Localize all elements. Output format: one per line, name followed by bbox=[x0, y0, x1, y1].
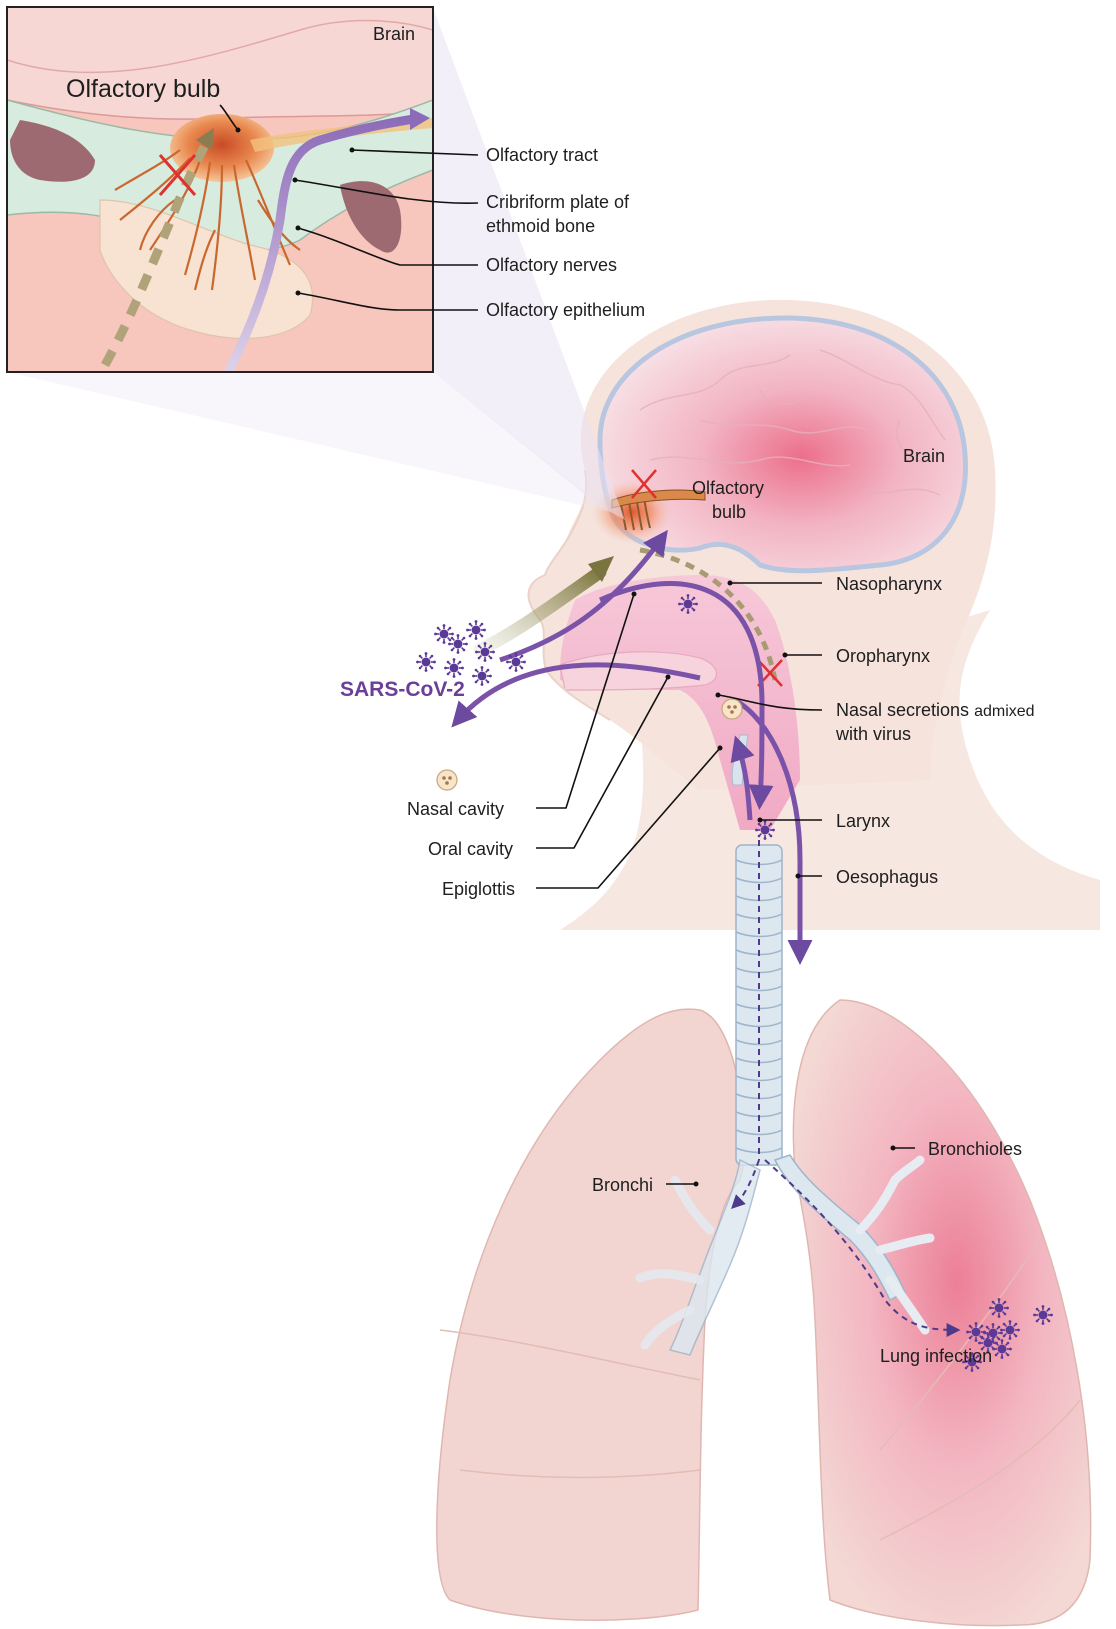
inset-panel bbox=[7, 7, 433, 372]
nasopharynx-label: Nasopharynx bbox=[836, 574, 942, 594]
main-olfactory-bulb-label-line1: Olfactory bbox=[692, 478, 764, 498]
inset-olfactory-bulb-label: Olfactory bulb bbox=[66, 75, 220, 103]
oral-cavity-label: Oral cavity bbox=[428, 839, 513, 859]
epiglottis-label: Epiglottis bbox=[442, 879, 515, 899]
olfactory-epithelium-label: Olfactory epithelium bbox=[486, 300, 645, 320]
larynx-label: Larynx bbox=[836, 811, 890, 831]
cribriform-plate-label-line1: Cribriform plate of bbox=[486, 192, 630, 212]
secretion-droplet-icon bbox=[722, 699, 742, 719]
nasal-cavity-label: Nasal cavity bbox=[407, 799, 504, 819]
bronchi-label: Bronchi bbox=[592, 1175, 653, 1195]
oesophagus-label: Oesophagus bbox=[836, 867, 938, 887]
head-and-neck bbox=[528, 300, 1101, 930]
main-olfactory-bulb-label-line2: bulb bbox=[712, 502, 746, 522]
bronchioles-label: Bronchioles bbox=[928, 1139, 1022, 1159]
inset-brain-label: Brain bbox=[373, 24, 415, 44]
cribriform-plate-label-line2: ethmoid bone bbox=[486, 216, 595, 236]
olfactory-tract-label: Olfactory tract bbox=[486, 145, 598, 165]
lung-infection-label: Lung infection bbox=[880, 1346, 992, 1366]
sars-cov-2-label: SARS-CoV-2 bbox=[340, 678, 465, 701]
oropharynx-label: Oropharynx bbox=[836, 646, 930, 666]
nasal-secretions-label-line2: with virus bbox=[835, 724, 911, 744]
secretion-droplet-icon bbox=[437, 770, 457, 790]
palate bbox=[560, 652, 716, 690]
main-brain-label: Brain bbox=[903, 446, 945, 466]
olfactory-nerves-label: Olfactory nerves bbox=[486, 255, 617, 275]
